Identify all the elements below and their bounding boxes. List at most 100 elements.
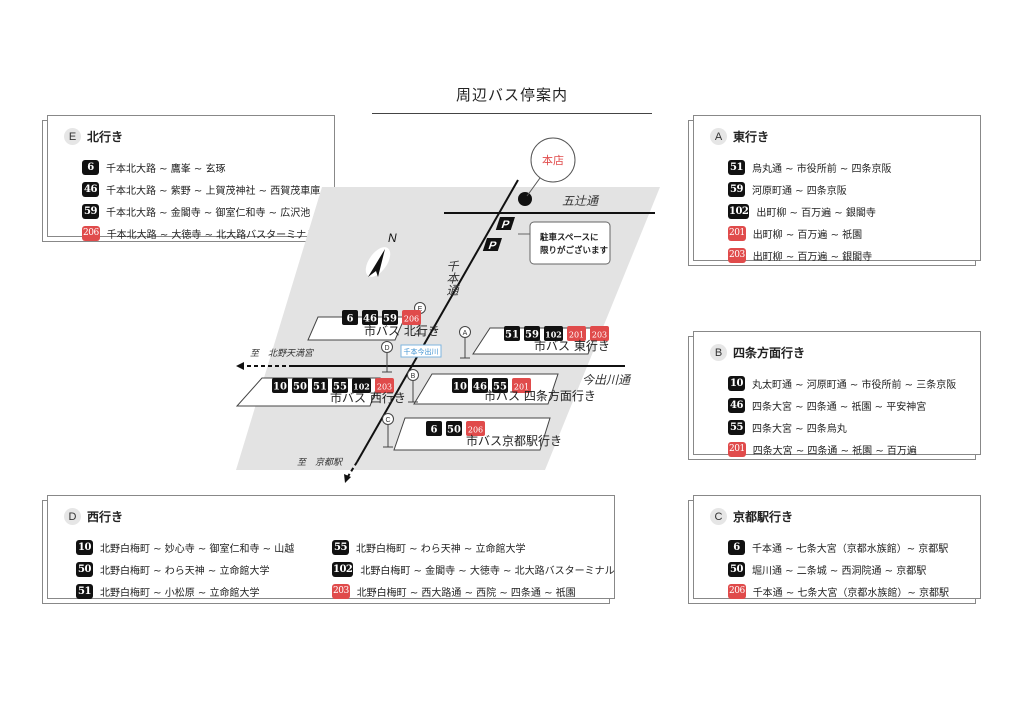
bus-stop-sign — [413, 373, 559, 405]
route-via-text: 出町柳 ~ 百万遍 ~ 銀閣寺 — [752, 251, 873, 263]
route-number-badge: 201 — [728, 441, 746, 457]
route-badge — [567, 326, 586, 341]
route-via-text: 北野白梅町 ~ 西大路通 ~ 西院 ~ 四条通 ~ 祇園 — [356, 587, 576, 599]
route-badge — [352, 378, 371, 393]
route-number-badge: 59 — [82, 203, 99, 219]
panel-title: 四条方面行き — [733, 346, 806, 360]
street-senbon-line — [356, 179, 519, 463]
shop-label: 本店 — [542, 153, 564, 167]
route-badge — [382, 310, 398, 325]
route-row: 203 出町柳 ~ 百万遍 ~ 銀閣寺 — [728, 244, 891, 266]
bus-stop-name: 市バス京都駅行き — [466, 433, 562, 448]
page-title: 周辺バス停案内 — [455, 86, 568, 104]
route-via-text: 北野白梅町 ~ 妙心寺 ~ 御室仁和寺 ~ 山越 — [100, 543, 295, 555]
route-badge — [312, 378, 328, 393]
route-badge-number: 59 — [383, 314, 397, 325]
route-via-text: 北野白梅町 ~ 金閣寺 ~ 大徳寺 ~ 北大路バスターミナル — [360, 565, 615, 577]
route-badge-number: 6 — [431, 425, 438, 436]
route-number-badge: 46 — [728, 397, 745, 413]
west-arrow-icon — [236, 362, 244, 370]
route-number-badge: 46 — [82, 181, 99, 197]
bus-stop-pin — [414, 302, 426, 314]
route-via-text: 北野白梅町 ~ わら天神 ~ 立命館大学 — [100, 565, 270, 577]
route-badge-number: 50 — [293, 382, 307, 393]
route-badge-number: 59 — [525, 330, 539, 341]
route-badge — [452, 378, 468, 393]
shop-location-dot — [518, 192, 532, 206]
route-badge-number: 201 — [514, 383, 529, 392]
route-via-text: 出町柳 ~ 百万遍 ~ 祇園 — [752, 229, 863, 241]
street-gojo-label: 五辻通 — [562, 194, 600, 208]
route-badge — [332, 378, 348, 393]
route-badge — [466, 421, 485, 436]
route-badge-number: 55 — [333, 382, 347, 393]
shop-callout-bubble — [530, 137, 576, 183]
shop-callout-pointer — [526, 177, 541, 197]
route-badge — [342, 310, 358, 325]
route-badge — [362, 310, 378, 325]
route-via-text: 千本通 ~ 七条大宮（京都水族館）~ 京都駅 — [752, 543, 949, 555]
route-badge-number: 51 — [505, 330, 519, 341]
bus-stop-sign — [307, 316, 406, 341]
route-via-text: 四条大宮 ~ 四条通 ~ 祇園 ~ 平安神宮 — [752, 401, 927, 413]
route-via-text: 千本通 ~ 七条大宮（京都水族館）~ 京都駅 — [752, 587, 949, 599]
bus-stop-sign — [393, 417, 551, 451]
route-number-badge: 50 — [728, 561, 745, 577]
route-number-badge: 6 — [82, 159, 99, 175]
street-senbon-label: 千本通 — [444, 260, 459, 296]
bus-stop-pin — [381, 341, 393, 353]
route-badge-number: 201 — [569, 331, 584, 340]
panel-title: 東行き — [733, 130, 770, 144]
bus-stop-pin-letter: C — [385, 417, 390, 424]
route-number-badge: 203 — [728, 247, 746, 263]
route-badge — [544, 326, 563, 341]
parking-note-box — [529, 221, 611, 265]
panel-title: 北行き — [87, 130, 124, 144]
bus-stop-pin-letter: B — [411, 373, 416, 380]
route-via-text: 四条大宮 ~ 四条通 ~ 祇園 ~ 百万遍 — [752, 445, 917, 457]
compass-ellipse — [365, 247, 391, 277]
panel-title: 京都駅行き — [733, 510, 794, 524]
route-badge — [512, 378, 531, 393]
bus-stop-pin-letter: E — [418, 306, 423, 313]
route-number-badge: 59 — [728, 181, 745, 197]
parking-icon-1-label: P — [500, 219, 512, 231]
direction-south-label: 至 京都駅 — [297, 457, 344, 468]
stop-letter-badge: D — [64, 508, 81, 525]
south-arrow-icon — [344, 474, 351, 483]
route-badge-number: 206 — [404, 315, 419, 324]
route-number-badge: 10 — [728, 375, 745, 391]
route-via-text: 堀川通 ~ 二条城 ~ 西洞院通 ~ 京都駅 — [752, 565, 927, 577]
route-badge — [472, 378, 488, 393]
route-badge — [590, 326, 609, 341]
route-number-badge: 51 — [728, 159, 745, 175]
panel-title: 西行き — [87, 510, 124, 524]
route-badge — [272, 378, 288, 393]
bus-stop-sign — [235, 377, 381, 407]
route-via-text: 河原町通 ~ 四条京阪 — [752, 185, 847, 197]
route-badge — [524, 326, 540, 341]
route-via-text: 北野白梅町 ~ わら天神 ~ 立命館大学 — [356, 543, 526, 555]
street-imadegawa-label: 今出川通 — [582, 373, 632, 387]
stop-letter-badge: C — [710, 508, 727, 525]
parking-icon-2-label: P — [487, 240, 499, 252]
